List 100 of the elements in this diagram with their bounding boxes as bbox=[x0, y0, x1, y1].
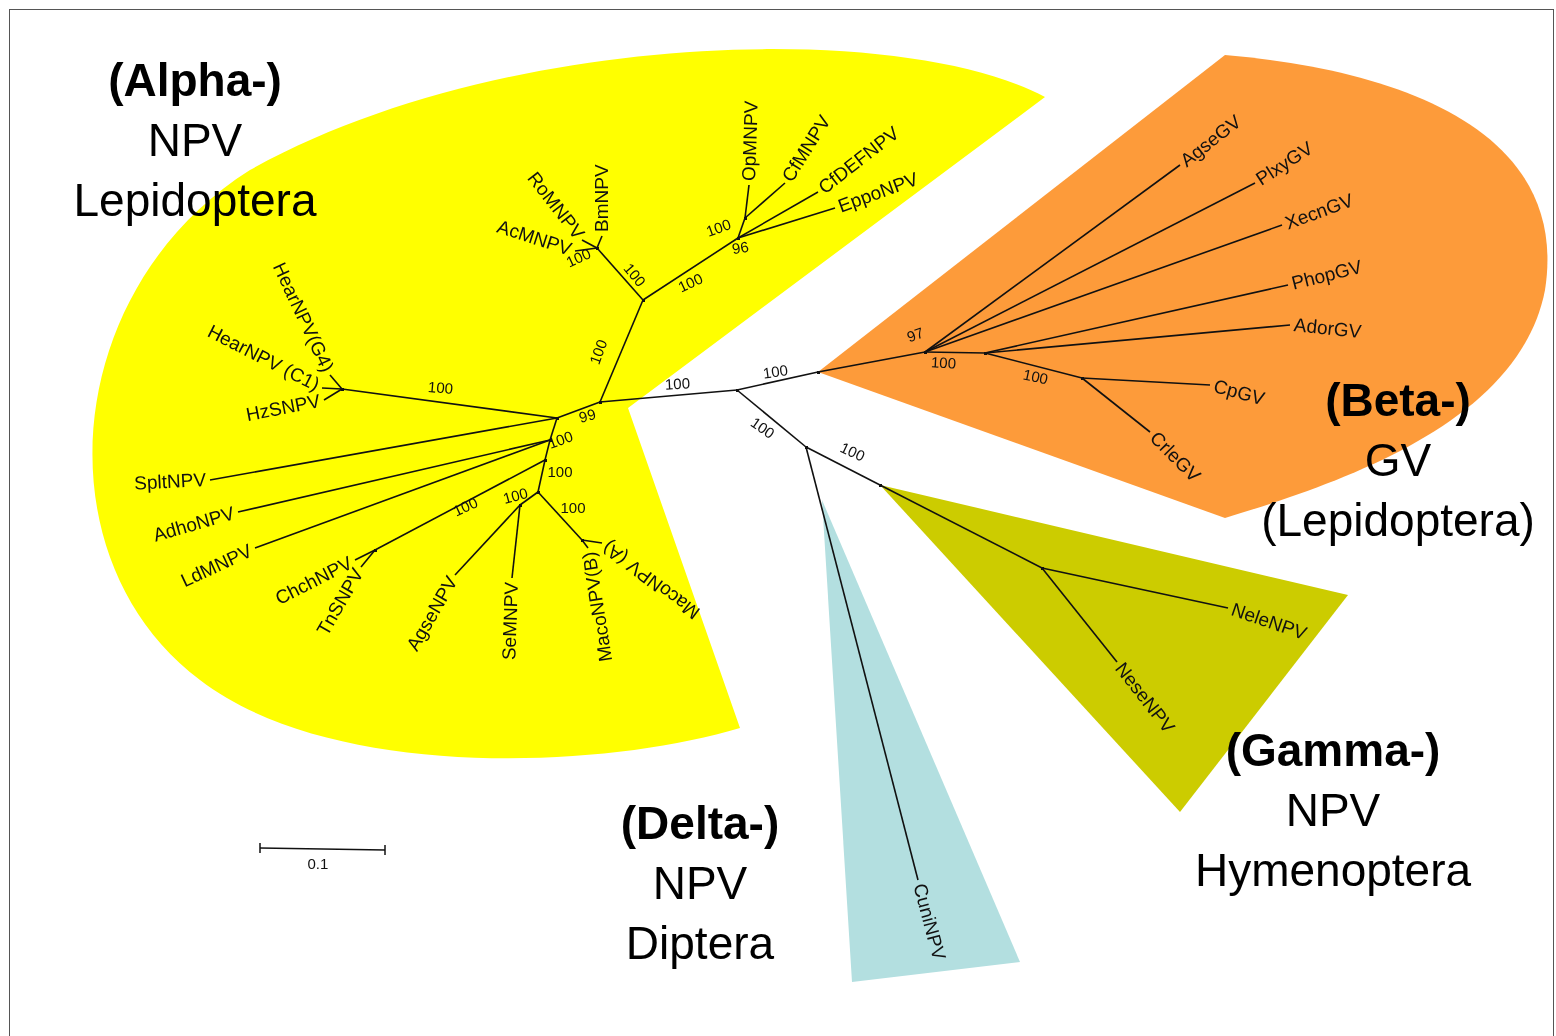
branch-point bbox=[804, 445, 808, 449]
branch-point bbox=[1040, 566, 1044, 570]
clade-title: Hymenoptera bbox=[1194, 843, 1472, 898]
tree-branch bbox=[374, 459, 546, 551]
clade-title: NPV bbox=[147, 113, 243, 168]
tree-branch bbox=[1041, 567, 1118, 663]
branch-point bbox=[736, 236, 740, 240]
bootstrap-value: 100 bbox=[747, 414, 777, 442]
tree-branch bbox=[454, 504, 521, 576]
bootstrap-value: 100 bbox=[761, 362, 789, 382]
bootstrap-value: 100 bbox=[675, 270, 705, 296]
taxon-label: AdorGV bbox=[1292, 314, 1363, 344]
tree-branch bbox=[537, 491, 583, 541]
bootstrap-value: 100 bbox=[560, 500, 586, 516]
branch-point bbox=[580, 538, 584, 542]
clade-title: (Beta-) bbox=[1325, 373, 1471, 428]
tree-branch bbox=[984, 352, 1083, 379]
scale-value: 0.1 bbox=[307, 856, 329, 872]
tree-branch bbox=[329, 374, 343, 390]
tree-branch bbox=[805, 446, 881, 486]
tree-branch bbox=[596, 247, 644, 301]
branch-point bbox=[641, 298, 645, 302]
tree-branch bbox=[341, 388, 558, 419]
tree-branch bbox=[321, 387, 343, 390]
bootstrap-value: 100 bbox=[837, 439, 867, 465]
clade-title: (Gamma-) bbox=[1225, 723, 1441, 778]
tree-branch bbox=[817, 351, 926, 373]
bootstrap-value: 100 bbox=[703, 216, 733, 240]
tree-branch bbox=[323, 388, 343, 401]
taxon-label: OpMNPV bbox=[738, 100, 763, 182]
tree-branch bbox=[736, 389, 807, 448]
tree-branch bbox=[924, 224, 1283, 353]
tree-branch bbox=[744, 184, 750, 219]
tree-branch bbox=[924, 182, 1256, 353]
clade-title: (Alpha-) bbox=[108, 53, 282, 108]
taxon-label: CuniNPV bbox=[908, 881, 950, 963]
bootstrap-value: 100 bbox=[664, 375, 690, 393]
branch-point bbox=[555, 416, 559, 420]
bootstrap-value: 100 bbox=[426, 378, 454, 398]
branch-point bbox=[543, 458, 547, 462]
branch-point bbox=[983, 351, 987, 355]
tree-branch bbox=[1081, 377, 1151, 433]
branch-point bbox=[518, 503, 522, 507]
tree-branch bbox=[360, 549, 376, 568]
branch-point bbox=[816, 370, 820, 374]
clade-title: NPV bbox=[1285, 783, 1381, 838]
tree-branch bbox=[581, 239, 598, 249]
branch-point bbox=[1080, 376, 1084, 380]
branch-point bbox=[735, 388, 739, 392]
branch-point bbox=[923, 350, 927, 354]
tree-branch bbox=[924, 164, 1181, 353]
bootstrap-value: 99 bbox=[576, 406, 597, 426]
tree-branch bbox=[556, 401, 601, 419]
tree-branch bbox=[354, 549, 376, 561]
tree-branch bbox=[574, 247, 598, 252]
tree-branch bbox=[537, 459, 546, 493]
tree-branch bbox=[736, 371, 819, 391]
tree-branch bbox=[599, 299, 644, 403]
tree-branch bbox=[879, 484, 1043, 569]
bootstrap-value: 100 bbox=[547, 464, 573, 480]
branch-point bbox=[340, 387, 344, 391]
tree-branch bbox=[599, 389, 738, 403]
tree-branch bbox=[511, 504, 521, 579]
tree-branch bbox=[737, 217, 746, 239]
branch-point bbox=[878, 483, 882, 487]
tree-branch bbox=[642, 237, 739, 301]
taxon-label: SpltNPV bbox=[133, 469, 207, 495]
taxon-label: BmNPV bbox=[591, 164, 613, 232]
bootstrap-value: 100 bbox=[930, 354, 956, 372]
bootstrap-value: 97 bbox=[904, 324, 926, 346]
taxon-label: SeMNPV bbox=[498, 581, 523, 661]
tree-branch bbox=[924, 351, 986, 354]
branch-point bbox=[598, 400, 602, 404]
tree-branch bbox=[519, 491, 539, 506]
clade-title: Diptera bbox=[625, 916, 775, 971]
tree-branch bbox=[209, 417, 558, 481]
bootstrap-value: 100 bbox=[500, 485, 530, 507]
tree-branch bbox=[544, 439, 551, 461]
tree-branch bbox=[737, 207, 836, 239]
taxon-label: PhopGV bbox=[1289, 256, 1365, 295]
branch-point bbox=[373, 548, 377, 552]
tree-branch bbox=[805, 446, 919, 881]
branch-point bbox=[595, 246, 599, 250]
branch-point bbox=[536, 490, 540, 494]
tree-branch bbox=[744, 182, 786, 219]
clade-title: GV bbox=[1364, 433, 1432, 488]
tree-branch bbox=[737, 191, 819, 239]
clade-title: (Delta-) bbox=[620, 796, 780, 851]
tree-branch bbox=[254, 439, 551, 549]
taxon-label: CpGV bbox=[1211, 375, 1267, 411]
bootstrap-value: 96 bbox=[730, 238, 750, 258]
tree-branch bbox=[596, 235, 603, 249]
tree-branch bbox=[1041, 567, 1229, 609]
clade-title: (Lepidoptera) bbox=[1261, 493, 1535, 548]
tree-branch bbox=[1081, 377, 1211, 386]
bootstrap-value: 100 bbox=[586, 337, 610, 367]
tree-branch bbox=[581, 539, 603, 544]
bootstrap-value: 100 bbox=[619, 260, 649, 290]
bootstrap-value: 100 bbox=[1021, 366, 1049, 388]
clade-title: NPV bbox=[652, 856, 748, 911]
